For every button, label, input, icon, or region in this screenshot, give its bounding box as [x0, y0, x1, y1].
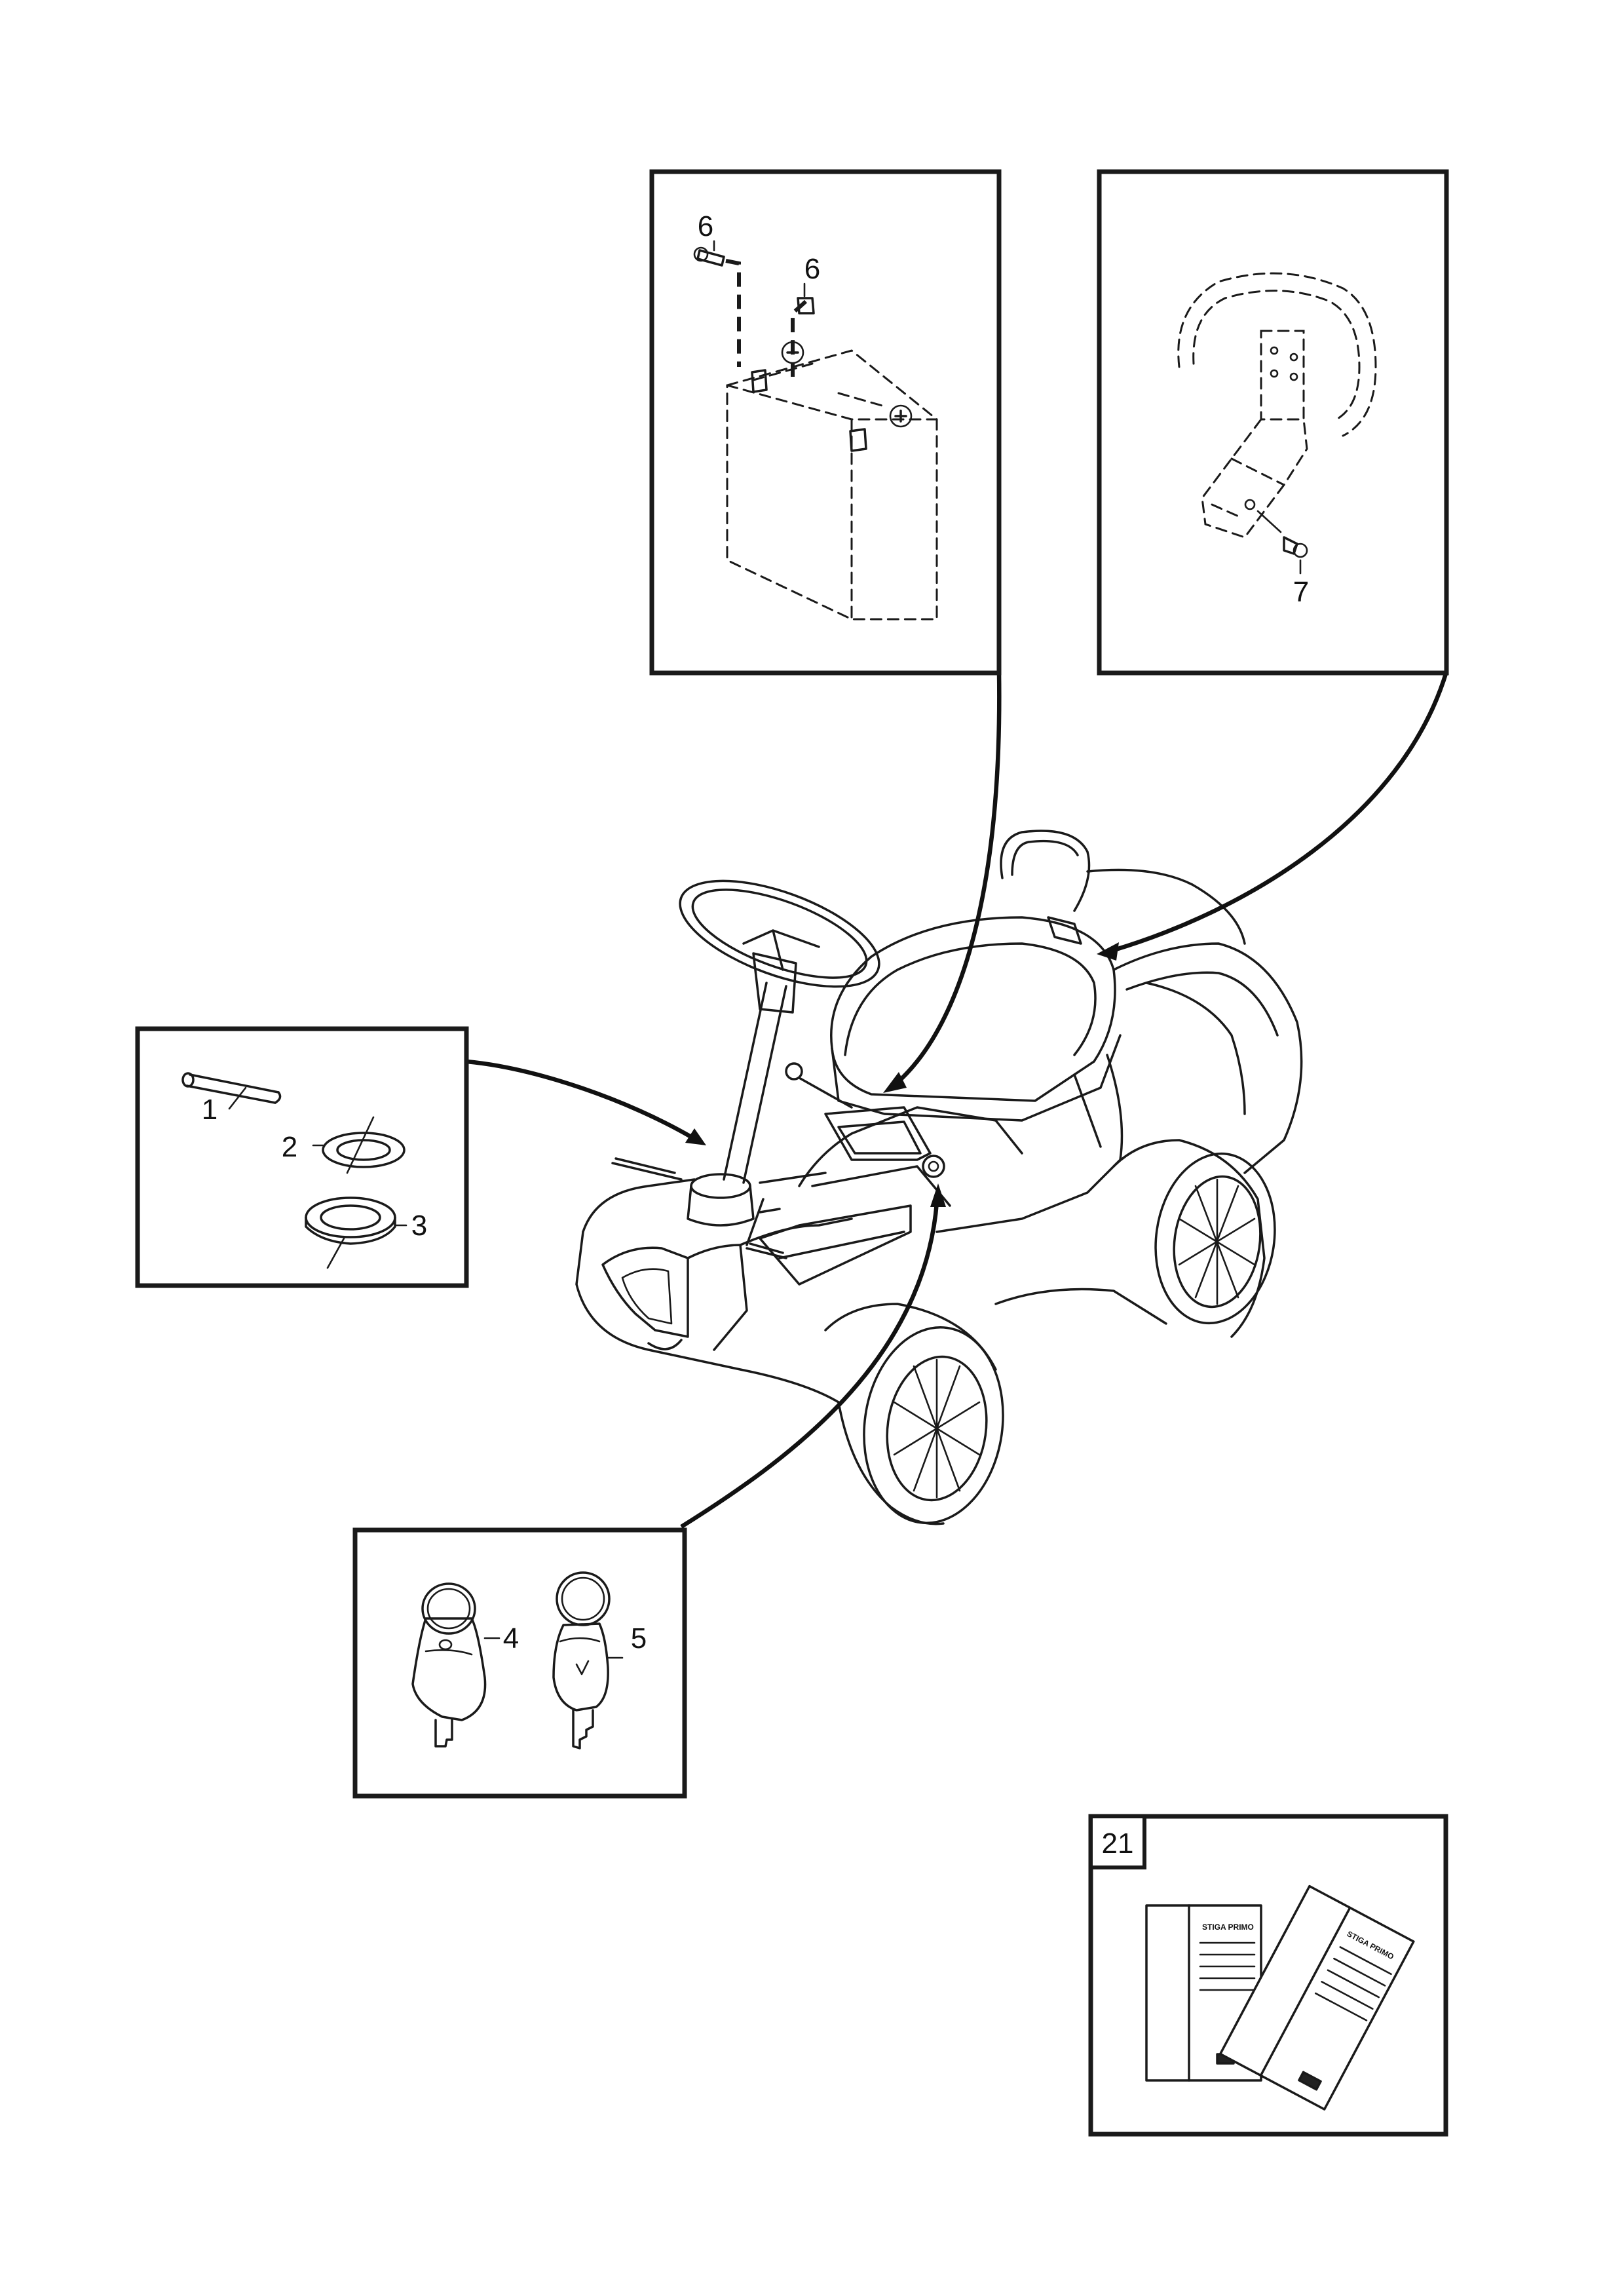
pin-washers-inset: 1 2 3	[135, 1026, 469, 1288]
callout-5: 5	[631, 1622, 647, 1655]
callout-6-bolt: 6	[698, 210, 713, 242]
manual-left-title: STIGA PRIMO	[1202, 1923, 1254, 1932]
key-5-icon	[552, 1571, 624, 1750]
leader-lines	[466, 671, 1449, 1529]
ride-on-mower-body	[575, 830, 1303, 1525]
battery-inset: 6 6	[649, 169, 1002, 676]
keys-inset: 4 5	[352, 1527, 687, 1799]
key-4-icon	[411, 1582, 500, 1748]
callout-2: 2	[282, 1131, 297, 1163]
callout-4: 4	[503, 1622, 519, 1655]
callout-1: 1	[202, 1094, 217, 1126]
manual-right-icon: STIGA PRIMO	[1218, 1885, 1415, 2111]
callout-7: 7	[1293, 576, 1309, 608]
callout-3: 3	[411, 1210, 427, 1242]
documents-inset: 21 STIGA PRIMO STIGA PRIMO	[1088, 1814, 1448, 2137]
callout-6-nut: 6	[804, 253, 820, 285]
seat-bracket-inset: 7	[1097, 169, 1449, 676]
callout-21: 21	[1102, 1827, 1134, 1860]
